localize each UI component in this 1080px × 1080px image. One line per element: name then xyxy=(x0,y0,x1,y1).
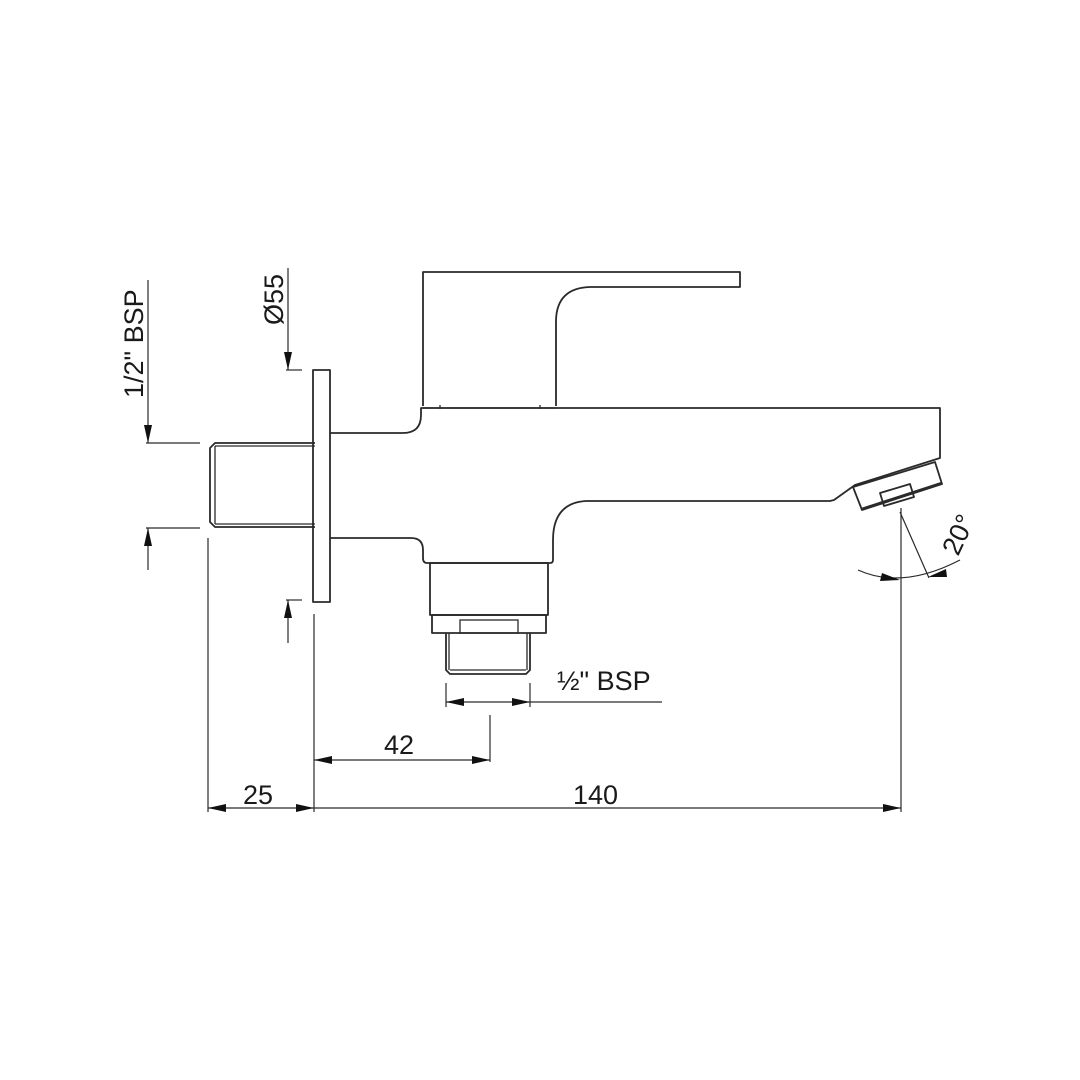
wall-flange xyxy=(312,369,331,603)
dim-42-label: 42 xyxy=(384,730,414,760)
dimension-140: 140 xyxy=(314,780,901,812)
tap-body xyxy=(330,407,941,564)
aerator xyxy=(852,461,943,511)
lever-handle xyxy=(422,271,741,406)
dim-25-label: 25 xyxy=(243,780,273,810)
dimension-flange-diameter: Ø55 xyxy=(259,268,302,643)
spout-angle-label: 20° xyxy=(936,510,980,560)
outlet-thread-label: ½" BSP xyxy=(557,666,651,696)
dimension-outlet-thread: ½" BSP xyxy=(446,666,662,706)
outlet-connector xyxy=(429,562,549,675)
dimension-42: 42 xyxy=(314,730,490,764)
dimension-25: 25 xyxy=(208,780,314,812)
inlet-pipe xyxy=(209,442,315,528)
inlet-thread-label: 1/2" BSP xyxy=(119,289,149,398)
outlet-thread-fraction: ½ xyxy=(557,666,580,696)
dimension-spout-angle: 20° xyxy=(857,510,981,581)
dim-140-label: 140 xyxy=(573,780,618,810)
dimension-inlet-thread: 1/2" BSP xyxy=(119,280,200,570)
flange-diameter-label: Ø55 xyxy=(259,274,289,325)
outlet-thread-suffix: " BSP xyxy=(580,666,651,696)
